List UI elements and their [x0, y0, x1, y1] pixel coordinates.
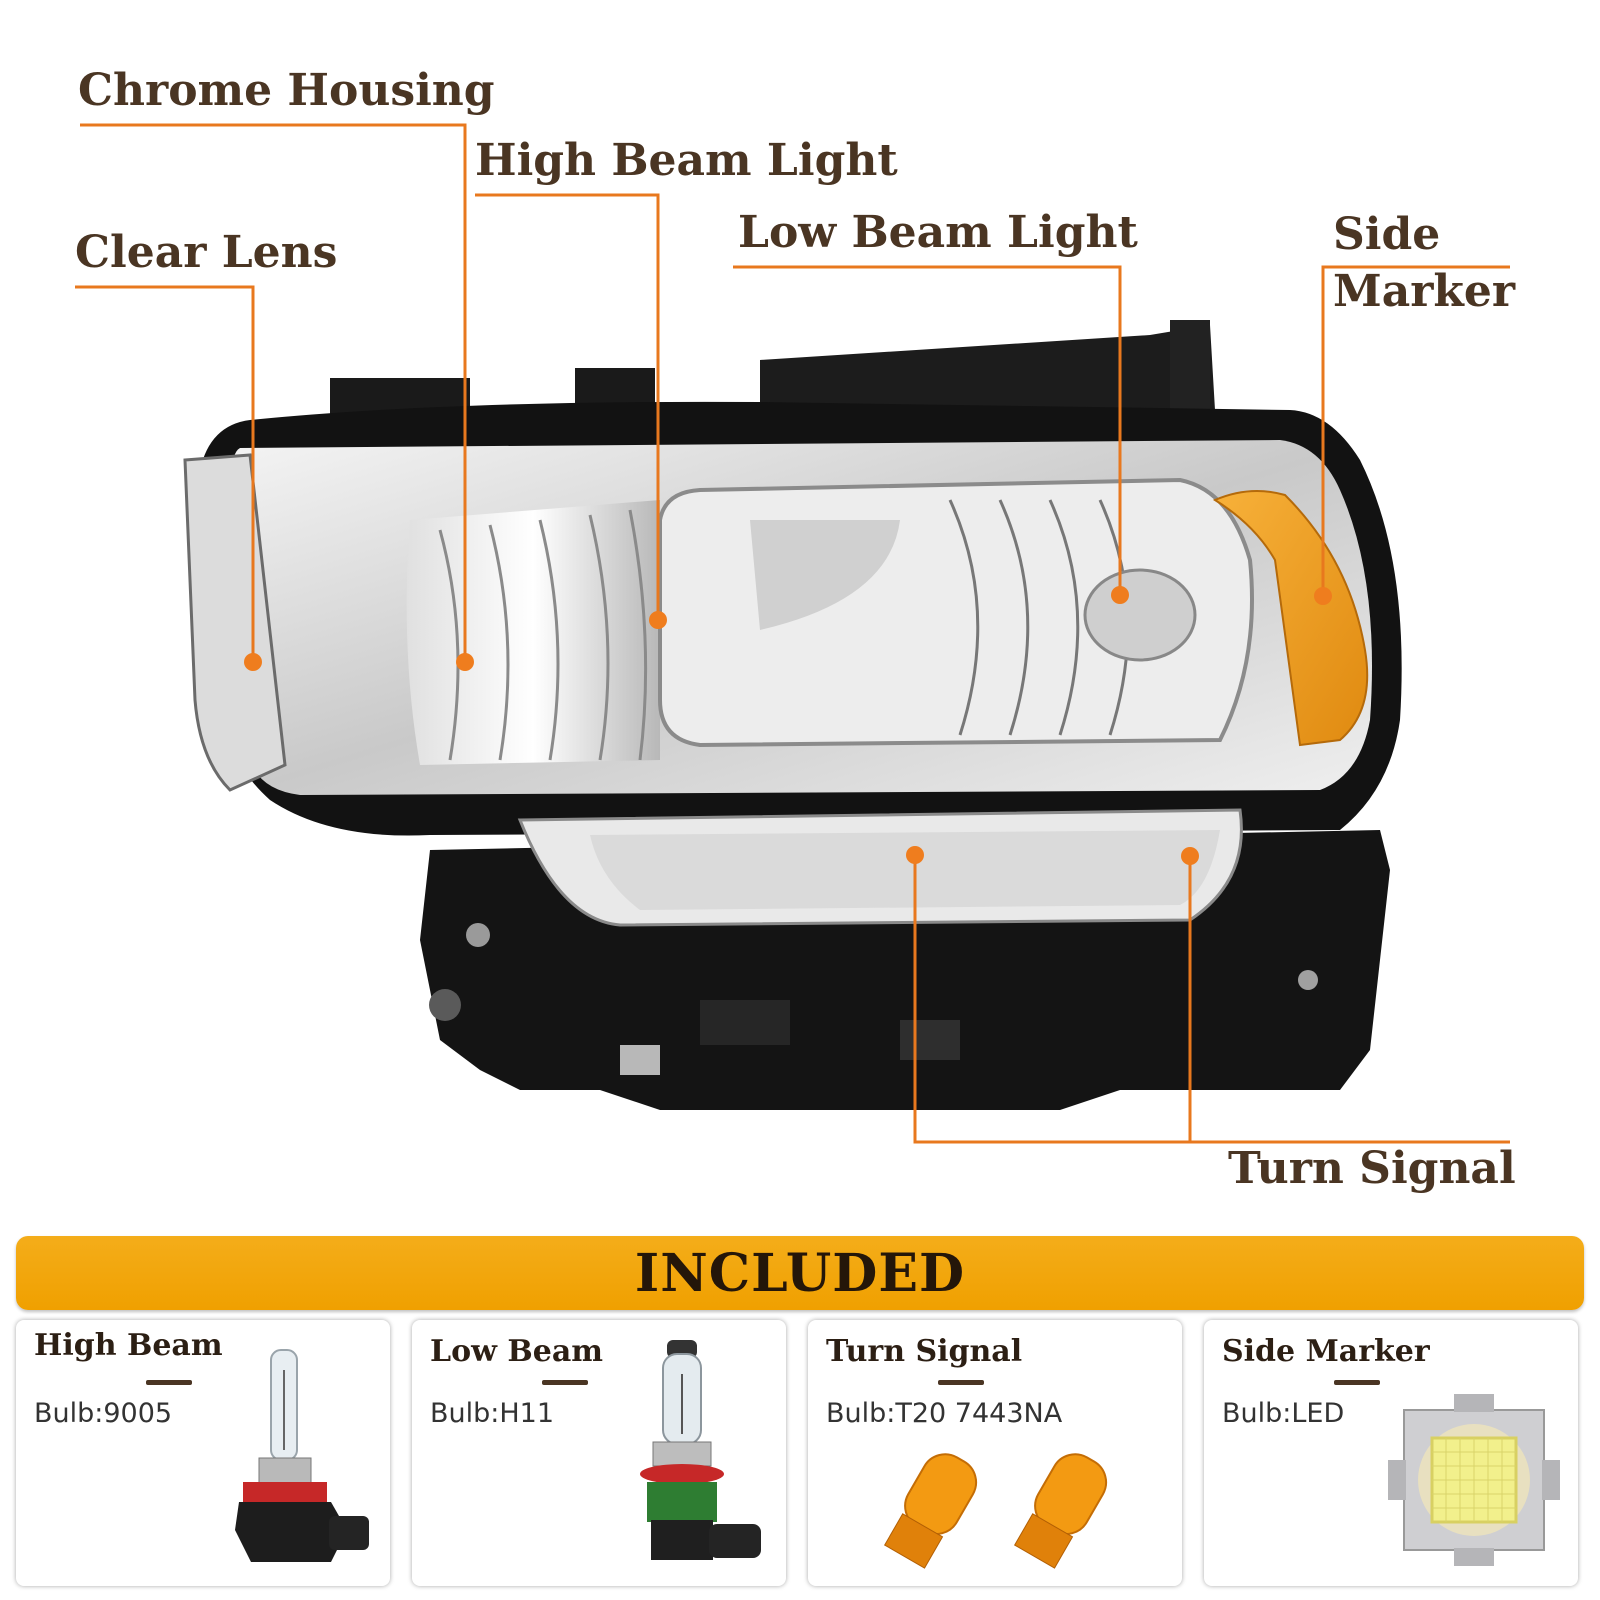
leader-clear-lens	[75, 285, 255, 660]
leader-turn-signal	[913, 855, 1510, 1144]
bulb-t20-icon	[883, 1453, 1108, 1569]
included-card-low-beam: Low Beam Bulb:H11	[412, 1320, 786, 1586]
card-spec: Bulb:LED	[1222, 1398, 1345, 1429]
card-spec: Bulb:T20 7443NA	[826, 1398, 1063, 1429]
led-chip-icon	[1388, 1394, 1560, 1566]
callout-side-marker-line2: Marker	[1333, 266, 1516, 318]
leader-high-beam	[475, 193, 660, 620]
included-card-high-beam: High Beam Bulb:9005	[16, 1320, 390, 1586]
bulb-h11-icon	[640, 1340, 761, 1560]
card-divider	[938, 1380, 984, 1385]
leader-low-beam	[733, 265, 1122, 595]
callout-side-marker-line1: Side	[1333, 209, 1441, 260]
card-title: Low Beam	[430, 1334, 603, 1369]
callout-side-marker: Side Marker	[1333, 206, 1515, 320]
bulb-9005-icon	[235, 1349, 369, 1562]
callout-low-beam-light: Low Beam Light	[738, 207, 1138, 258]
card-spec: Bulb:9005	[34, 1398, 173, 1429]
card-divider	[1334, 1380, 1380, 1385]
card-divider	[146, 1380, 192, 1385]
headlight-diagram	[75, 123, 1510, 1144]
callout-dots	[244, 586, 1332, 865]
included-banner-label: INCLUDED	[634, 1242, 966, 1304]
high-beam-reflector	[406, 500, 660, 765]
included-banner: INCLUDED	[16, 1236, 1584, 1310]
low-beam-reflector	[658, 477, 1254, 748]
included-card-side-marker: Side Marker Bulb:LED	[1204, 1320, 1578, 1586]
leader-side-marker	[1321, 265, 1510, 596]
card-title: High Beam	[34, 1328, 223, 1363]
side-marker-lens	[1212, 490, 1369, 747]
leader-lines	[75, 123, 1510, 1144]
card-spec: Bulb:H11	[430, 1398, 555, 1429]
callout-high-beam-light: High Beam Light	[475, 135, 898, 186]
clear-lens	[183, 453, 287, 792]
callout-clear-lens: Clear Lens	[75, 227, 338, 278]
callout-turn-signal: Turn Signal	[1228, 1143, 1516, 1194]
callout-chrome-housing: Chrome Housing	[78, 65, 495, 116]
card-title: Turn Signal	[826, 1334, 1023, 1369]
included-card-turn-signal: Turn Signal Bulb:T20 7443NA	[808, 1320, 1182, 1586]
card-title: Side Marker	[1222, 1334, 1430, 1369]
turn-signal-lens	[517, 808, 1243, 927]
leader-chrome-housing	[80, 123, 467, 660]
card-divider	[542, 1380, 588, 1385]
